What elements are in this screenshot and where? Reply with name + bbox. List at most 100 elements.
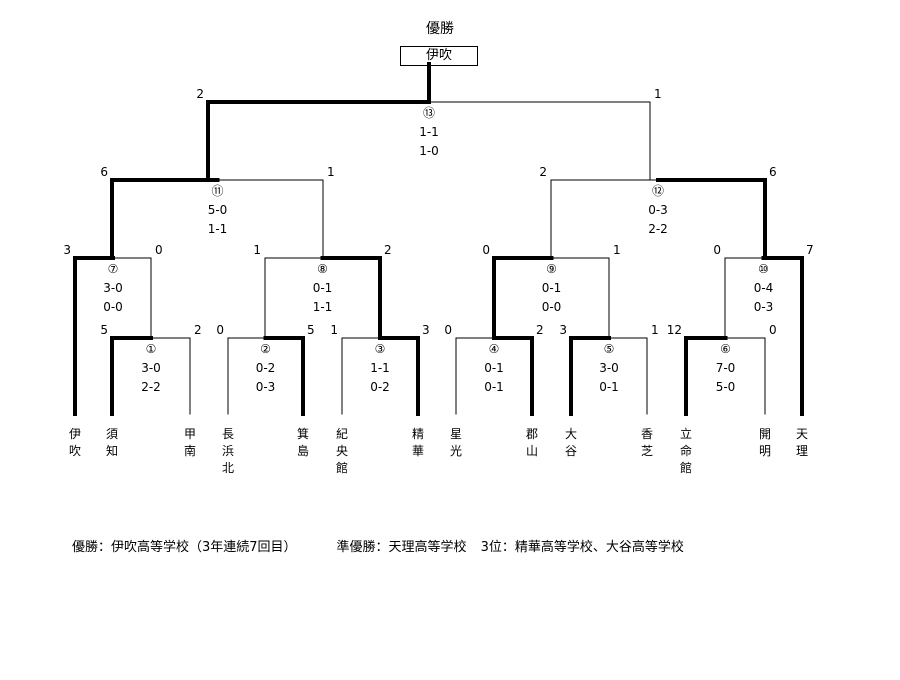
m12-right-score: 6	[769, 165, 777, 179]
m4-left-score: 0	[444, 323, 452, 337]
team-name-char: 芝	[641, 443, 653, 458]
team-name-char: 箕	[297, 427, 309, 441]
team-name-char: 知	[106, 444, 118, 458]
team-name-char: 光	[450, 444, 462, 458]
m10-left-score: 0	[713, 243, 721, 257]
team-name-char: 島	[297, 443, 309, 458]
m7-left-score: 3	[63, 243, 71, 257]
team-name-char: 浜	[222, 444, 234, 458]
m8-right-score: 2	[384, 243, 392, 257]
team-name-char: 吹	[69, 444, 81, 458]
team-name-char: 大	[565, 427, 577, 441]
champion-box: 伊吹	[400, 46, 478, 66]
m1-left-score: 5	[100, 323, 108, 337]
team-name-char: 理	[796, 444, 808, 458]
summary-third-place: 3位：精華高等学校、大谷高等学校	[480, 540, 684, 555]
m10-score-1: 0-4	[754, 281, 774, 295]
team-name-char: 天	[796, 427, 808, 441]
team-name-char: 紀	[336, 427, 348, 441]
team-name-char: 甲	[184, 427, 196, 441]
m3-number: ③	[375, 342, 386, 356]
m11-score-1: 5-0	[208, 203, 228, 217]
m4-score-1: 0-1	[484, 361, 504, 375]
m13-score-2: 1-0	[419, 144, 439, 158]
team-name-char: 南	[184, 443, 196, 458]
team-name-char: 立	[680, 426, 692, 441]
m3-right-score: 3	[422, 323, 430, 337]
team-name-char: 北	[222, 461, 234, 475]
m1-right-score: 2	[194, 323, 202, 337]
team-name-char: 命	[680, 443, 692, 458]
m2-left-score: 0	[216, 323, 224, 337]
team-name-char: 伊	[69, 427, 81, 441]
m9-score-1: 0-1	[542, 281, 562, 295]
summary-runner-up: 準優勝：天理高等学校	[336, 540, 467, 555]
m5-score-2: 0-1	[599, 380, 619, 394]
team-name-char: 館	[680, 460, 692, 475]
m8-left-score: 1	[253, 243, 261, 257]
result-summary: 優勝：伊吹高等学校（3年連続7回目） 準優勝：天理高等学校 3位：精華高等学校、大谷…	[72, 536, 684, 555]
team-name-char: 郡	[526, 427, 538, 441]
team-name-char: 長	[222, 427, 234, 441]
m1-score-1: 3-0	[141, 361, 161, 375]
m7-number: ⑦	[108, 262, 119, 276]
m9-left-score: 0	[482, 243, 490, 257]
m10-number: ⑩	[758, 262, 769, 276]
m2-score-2: 0-3	[256, 380, 276, 394]
m7-score-2: 0-0	[103, 300, 123, 314]
m3-left-score: 1	[330, 323, 338, 337]
m12-left-score: 2	[539, 165, 547, 179]
m13-score-1: 1-1	[419, 125, 439, 139]
m5-right-score: 1	[651, 323, 659, 337]
m8-score-2: 1-1	[313, 300, 333, 314]
m4-right-score: 2	[536, 323, 544, 337]
team-name-char: 香	[641, 427, 653, 441]
m5-number: ⑤	[604, 342, 615, 356]
m2-score-1: 0-2	[256, 361, 276, 375]
m1-score-2: 2-2	[141, 380, 161, 394]
team-name-char: 須	[106, 427, 118, 441]
m12-score-1: 0-3	[648, 203, 668, 217]
m10-right-score: 7	[806, 243, 814, 257]
m9-score-2: 0-0	[542, 300, 562, 314]
m7-right-score: 0	[155, 243, 163, 257]
m9-number: ⑨	[546, 262, 557, 276]
m6-right-score: 0	[769, 323, 777, 337]
team-name-char: 精	[412, 427, 424, 441]
m9-right-score: 1	[613, 243, 621, 257]
bracket-title: 優勝	[426, 21, 454, 37]
team-name-char: 星	[450, 427, 462, 441]
m6-left-score: 12	[667, 323, 682, 337]
m6-score-2: 5-0	[716, 380, 736, 394]
team-name-char: 開	[759, 427, 771, 441]
m11-score-2: 1-1	[208, 222, 228, 236]
m12-number: ⑫	[652, 184, 664, 198]
m10-score-2: 0-3	[754, 300, 774, 314]
m6-score-1: 7-0	[716, 361, 736, 375]
m3-score-1: 1-1	[370, 361, 390, 375]
m5-left-score: 3	[559, 323, 567, 337]
m12-score-2: 2-2	[648, 222, 668, 236]
m4-score-2: 0-1	[484, 380, 504, 394]
m3-score-2: 0-2	[370, 380, 390, 394]
m5-score-1: 3-0	[599, 361, 619, 375]
team-name-char: 華	[412, 444, 424, 458]
team-name-char: 明	[759, 444, 771, 458]
m13-number: ⑬	[423, 106, 435, 120]
m8-score-1: 0-1	[313, 281, 333, 295]
m11-number: ⑪	[211, 184, 223, 198]
team-name-char: 山	[526, 444, 538, 458]
team-name-char: 谷	[565, 444, 577, 458]
m8-number: ⑧	[317, 262, 328, 276]
m11-right-score: 1	[327, 165, 335, 179]
m2-number: ②	[260, 342, 271, 356]
team-name-char: 館	[336, 460, 348, 475]
m1-number: ①	[146, 342, 157, 356]
m11-left-score: 6	[100, 165, 108, 179]
m13-left-score: 2	[196, 87, 204, 101]
m13-right-score: 1	[654, 87, 662, 101]
summary-champion: 優勝：伊吹高等学校（3年連続7回目）	[72, 540, 297, 555]
m4-number: ④	[489, 342, 500, 356]
m2-right-score: 5	[307, 323, 315, 337]
